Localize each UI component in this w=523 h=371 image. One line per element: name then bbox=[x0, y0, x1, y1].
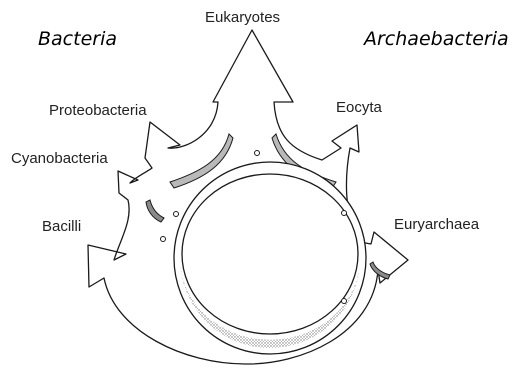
eukaryotes-label: Eukaryotes bbox=[205, 9, 280, 26]
eocyta-label: Eocyta bbox=[336, 99, 382, 116]
bacilli-label: Bacilli bbox=[42, 218, 81, 235]
proteobacteria-label: Proteobacteria bbox=[49, 102, 147, 119]
small-particle bbox=[161, 237, 166, 242]
small-particle bbox=[174, 212, 179, 217]
small-particle bbox=[255, 151, 260, 156]
euryarchaea-label: Euryarchaea bbox=[394, 216, 479, 233]
small-particle bbox=[342, 299, 347, 304]
bacteria-heading: Bacteria bbox=[38, 28, 117, 50]
cyanobacteria-label: Cyanobacteria bbox=[11, 150, 108, 167]
cell-inner-ring bbox=[182, 174, 358, 334]
small-particle bbox=[342, 211, 347, 216]
archaebacteria-heading: Archaebacteria bbox=[364, 28, 509, 50]
